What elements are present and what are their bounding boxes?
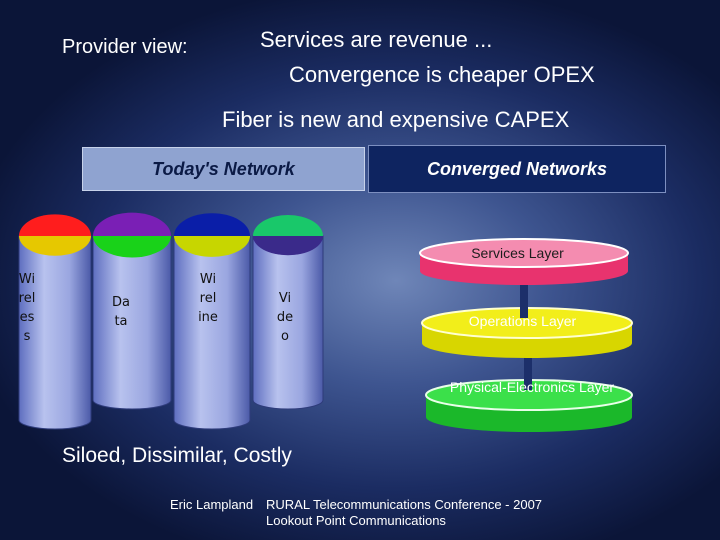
silo-cylinder-data	[92, 212, 172, 410]
services-revenue-text: Services are revenue ...	[260, 27, 493, 52]
silo-cylinder-wireless	[18, 214, 92, 430]
physical-layer-disc	[425, 379, 633, 432]
physical-layer-label: Physical-Electronics Layer	[449, 379, 615, 395]
silo-label-wireless: Wireless	[18, 272, 36, 344]
silo-cylinder-wireline	[173, 213, 251, 430]
operations-layer-disc	[421, 307, 633, 358]
credit-conference: RURAL Telecommunications Conference - 20…	[266, 497, 543, 512]
convergence-text: Convergence is cheaper OPEX	[289, 62, 595, 87]
silo-label-data: Data	[112, 295, 130, 329]
converged-networks-label: Converged Networks	[426, 158, 608, 179]
siloed-caption: Siloed, Dissimilar, Costly	[62, 444, 292, 467]
credit-organization: Lookout Point Communications	[266, 513, 446, 528]
converged-networks-box: Converged Networks	[368, 145, 666, 193]
silo-label-wireline: Wireline	[198, 272, 218, 325]
services-layer-disc	[419, 238, 629, 285]
services-layer-label: Services Layer	[471, 245, 564, 261]
silo-cylinder-video	[252, 215, 324, 410]
provider-view-label: Provider view:	[62, 36, 188, 58]
fiber-text: Fiber is new and expensive CAPEX	[222, 107, 570, 132]
credit-author: Eric Lampland	[170, 497, 254, 512]
operations-layer-label: Operations Layer	[468, 313, 577, 329]
silo-label-video: Video	[276, 291, 294, 344]
todays-network-box: Today's Network	[82, 147, 365, 191]
silo-group	[18, 212, 324, 430]
todays-network-label: Today's Network	[152, 158, 295, 179]
layer-stack-graphic	[419, 238, 633, 432]
silo-cylinders-graphic	[18, 212, 324, 430]
